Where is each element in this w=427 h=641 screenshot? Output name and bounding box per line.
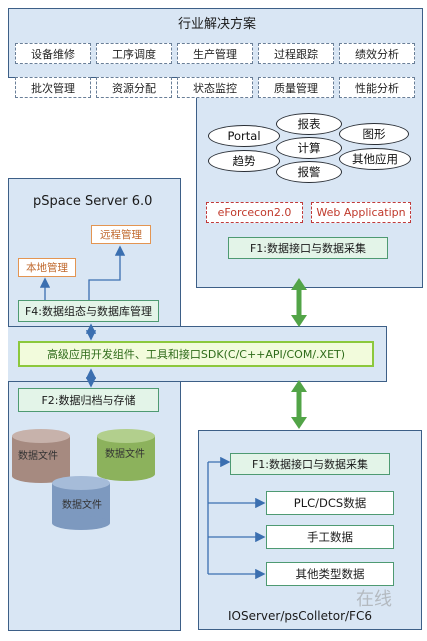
local-management-box[interactable]: 本地管理: [18, 258, 76, 277]
app-ellipse-calc[interactable]: 计算: [276, 137, 342, 159]
app-ellipse-graphics[interactable]: 图形: [339, 123, 409, 145]
f4-box[interactable]: F4:数据组态与数据库管理: [18, 300, 159, 322]
other-data-box[interactable]: 其他类型数据: [266, 562, 394, 586]
solution-item[interactable]: 批次管理: [15, 77, 91, 98]
f2-box[interactable]: F2:数据归档与存储: [18, 388, 159, 412]
io-server-footer: IOServer/psColletor/FC6: [228, 609, 372, 623]
green-double-arrow: [291, 278, 307, 327]
solution-item[interactable]: 设备维修: [15, 43, 91, 64]
data-file-cylinder: [8, 428, 78, 488]
solution-item[interactable]: 资源分配: [96, 77, 172, 98]
watermark-text: 在线: [356, 589, 392, 610]
eforcecon-box[interactable]: eForcecon2.0: [206, 202, 303, 223]
io-tree-connector: [207, 456, 266, 580]
sdk-box[interactable]: 高级应用开发组件、工具和接口SDK(C/C++API/COM/.XET): [18, 341, 374, 367]
app-ellipse-report[interactable]: 报表: [276, 113, 342, 135]
f1-bottom-box[interactable]: F1:数据接口与数据采集: [230, 453, 390, 475]
solution-item[interactable]: 性能分析: [339, 77, 415, 98]
data-file-label: 数据文件: [62, 500, 102, 511]
app-ellipse-portal[interactable]: Portal: [208, 125, 280, 147]
solution-item[interactable]: 工序调度: [96, 43, 172, 64]
solution-item[interactable]: 生产管理: [177, 43, 253, 64]
pspace-server-title: pSpace Server 6.0: [33, 194, 153, 209]
arrow-f4-to-remote: [88, 245, 126, 300]
web-application-box[interactable]: Web Applicatipn: [311, 202, 411, 223]
app-ellipse-trend[interactable]: 趋势: [208, 150, 280, 172]
data-file-cylinder: [93, 428, 163, 488]
manual-data-box[interactable]: 手工数据: [266, 525, 394, 549]
solutions-title: 行业解决方案: [178, 17, 257, 32]
data-file-cylinder: [48, 475, 118, 535]
data-file-label: 数据文件: [105, 449, 145, 460]
data-file-label: 数据文件: [18, 451, 58, 462]
app-ellipse-other[interactable]: 其他应用: [339, 148, 411, 170]
solution-item[interactable]: 质量管理: [258, 77, 334, 98]
plc-dcs-data-box[interactable]: PLC/DCS数据: [266, 491, 394, 515]
remote-management-box[interactable]: 远程管理: [91, 225, 151, 244]
solution-item[interactable]: 状态监控: [177, 77, 253, 98]
solution-item[interactable]: 绩效分析: [339, 43, 415, 64]
green-double-arrow: [291, 380, 307, 429]
f1-top-box[interactable]: F1:数据接口与数据采集: [228, 237, 388, 259]
solution-item[interactable]: 过程跟踪: [258, 43, 334, 64]
app-ellipse-alarm[interactable]: 报警: [276, 161, 342, 183]
